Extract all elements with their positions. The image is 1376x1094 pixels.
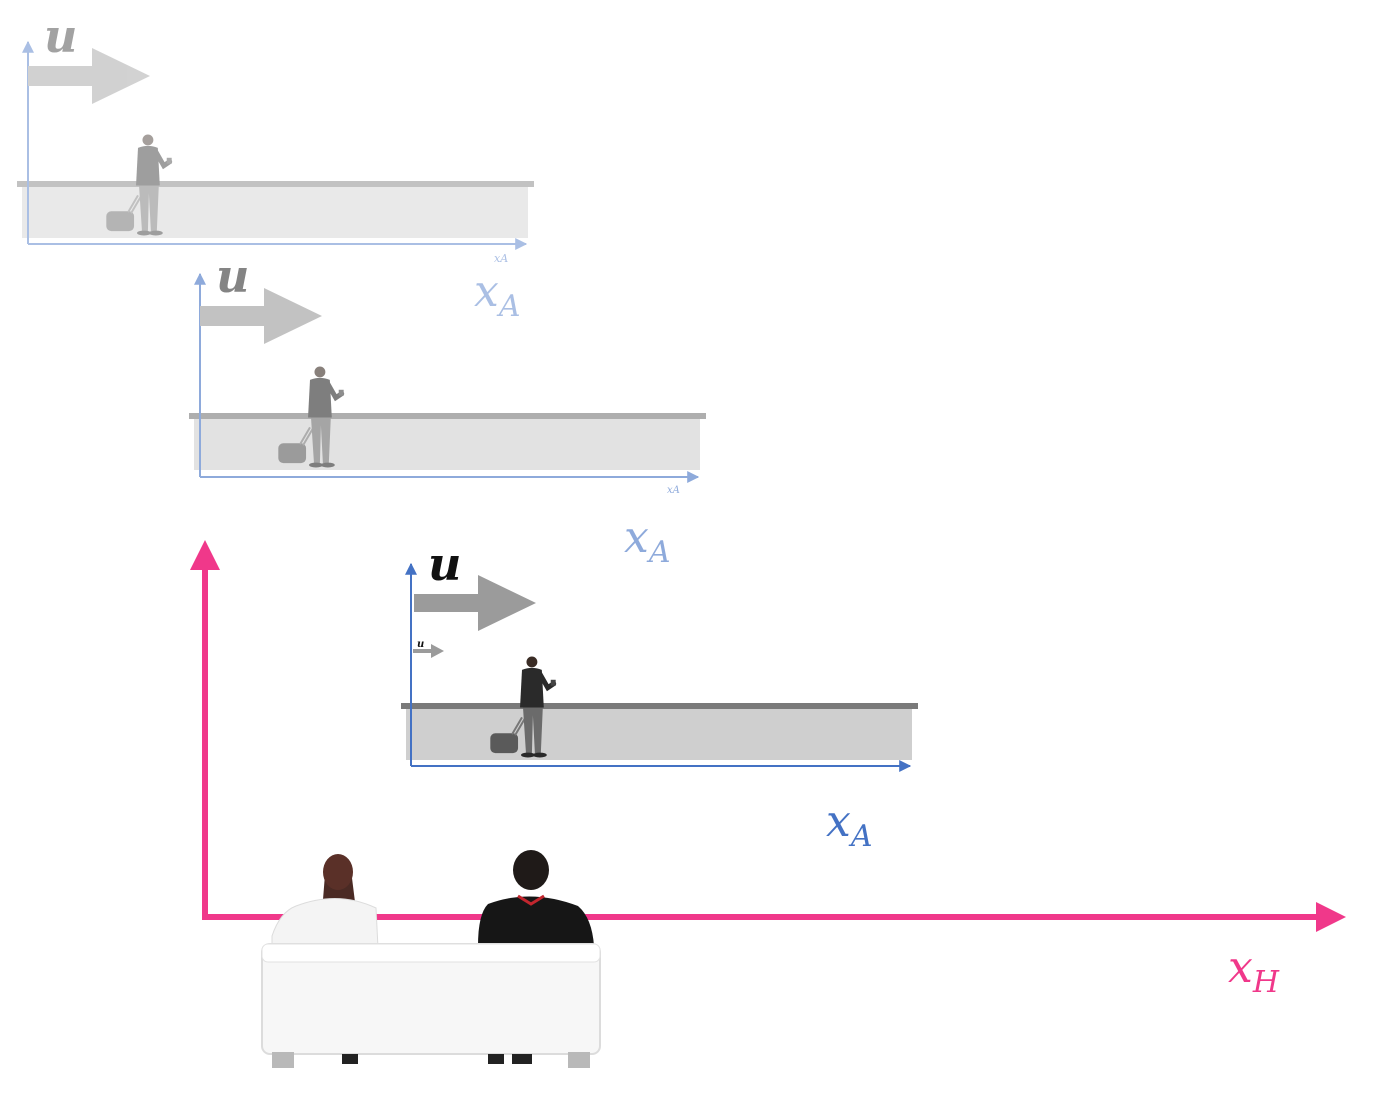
frame-3-axis-label-main: x <box>826 796 851 847</box>
observer-axis-label-main: x <box>1228 942 1253 993</box>
velocity-arrow-2 <box>200 288 322 344</box>
observer-axis-label-sub: H <box>1252 965 1279 1000</box>
velocity-arrow-3 <box>414 575 536 631</box>
frame-1-axis-label: xA <box>474 266 521 324</box>
frame-1-axis-label-main: x <box>474 266 499 317</box>
moving-walkway-1 <box>22 186 528 238</box>
walkway-rail-2 <box>189 413 706 419</box>
observers-on-sofa-icon <box>261 850 601 1068</box>
observer-axis-label: xH <box>1228 942 1279 1000</box>
frame-3-axis-label-sub: A <box>850 819 873 854</box>
velocity-label-2: u <box>216 249 249 303</box>
moving-walkway-3 <box>406 708 912 760</box>
frame-1-axis-label-sub: A <box>498 289 521 324</box>
frame-1: u xA <box>17 9 534 265</box>
frame-3: u u <box>401 537 918 772</box>
velocity-label-3: u <box>428 537 461 591</box>
frame-1-axis-small-label: xA <box>494 252 508 265</box>
velocity-label-1: u <box>44 9 77 63</box>
frame-2-axis-label-main: x <box>624 512 649 563</box>
small-velocity-arrow <box>413 644 444 658</box>
small-velocity-label: u <box>417 639 424 650</box>
frame-2: u xA <box>189 249 706 496</box>
frame-3-axis-label: xA <box>826 796 873 854</box>
walkway-rail-1 <box>17 181 534 187</box>
frame-2-axis-label-sub: A <box>648 535 671 570</box>
velocity-arrow-1 <box>28 48 150 104</box>
walkway-rail-3 <box>401 703 918 709</box>
moving-walkway-2 <box>194 418 700 470</box>
frame-2-axis-label: xA <box>624 512 671 570</box>
frame-2-axis-small-label: xA <box>667 485 680 496</box>
